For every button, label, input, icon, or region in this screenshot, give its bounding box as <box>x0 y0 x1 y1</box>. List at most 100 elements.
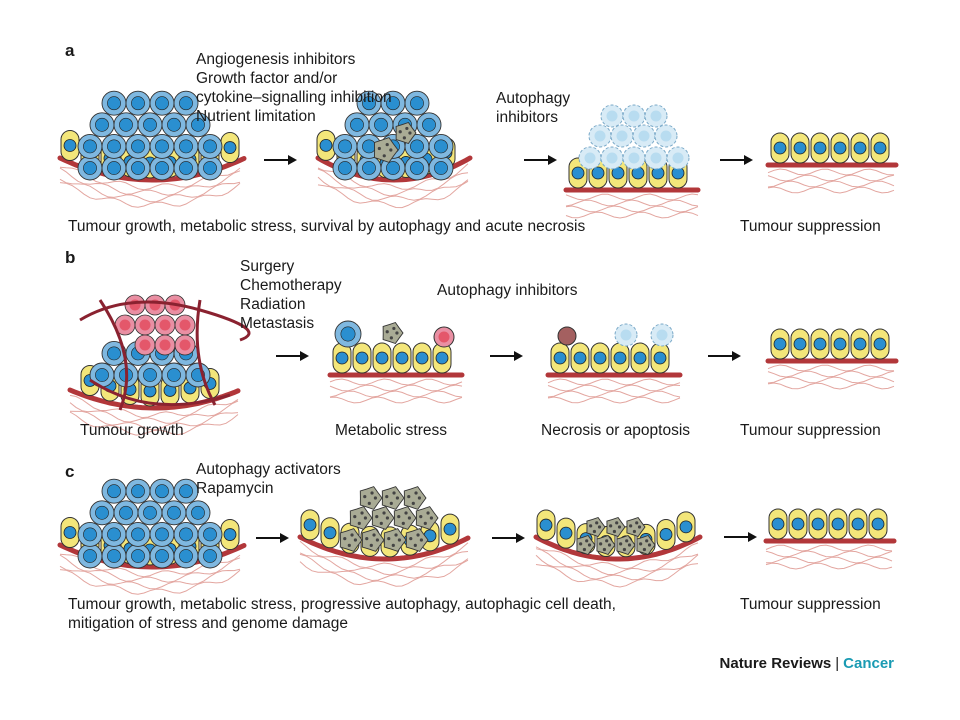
panel-c-treatments: Autophagy activators Rapamycin <box>196 461 341 497</box>
vacuole <box>389 148 393 152</box>
panel-b-caption-growth: Tumour growth <box>80 422 184 439</box>
panel-label-b: b <box>65 248 76 267</box>
cell-nucleus <box>179 139 193 154</box>
vacuole <box>629 524 633 528</box>
necrotic-cell <box>415 506 439 530</box>
stroma-fibre <box>765 550 893 558</box>
vacuole <box>419 538 423 542</box>
cell-nucleus <box>83 527 97 542</box>
vacuole <box>627 543 632 547</box>
cell-nucleus <box>107 346 121 361</box>
cell-nucleus <box>386 96 400 111</box>
vacuole <box>372 533 376 537</box>
cell-nucleus <box>410 139 424 154</box>
arrow-head <box>516 533 525 543</box>
stroma-fibre <box>535 548 699 576</box>
panel-a-autophagy-inhibitors: Autophagy inhibitors <box>496 90 571 126</box>
vacuole <box>353 515 357 519</box>
vacuole <box>408 131 412 135</box>
cell-nucleus <box>179 527 193 542</box>
ghost-nucleus <box>650 152 662 164</box>
cell-nucleus <box>811 517 825 531</box>
cell-nucleus <box>435 351 449 365</box>
cell-nucleus <box>653 351 667 365</box>
arrow-head <box>732 351 741 361</box>
vacuole <box>382 511 386 515</box>
cell-nucleus <box>63 139 77 152</box>
cell-nucleus <box>179 484 193 499</box>
vacuole <box>401 521 405 525</box>
stroma-fibre <box>535 554 699 581</box>
cell-nucleus <box>773 141 787 155</box>
stroma-fibre <box>767 180 895 188</box>
necrotic-cell <box>361 528 385 552</box>
necrotic-cell <box>382 321 404 345</box>
vacuole <box>379 521 383 525</box>
cell-nucleus <box>851 517 865 531</box>
vacuole <box>625 539 629 543</box>
ghost-nucleus <box>672 152 684 164</box>
necrotic-cell <box>371 506 395 530</box>
hypoxic-nucleus <box>159 339 171 351</box>
cell-nucleus <box>362 139 376 154</box>
cell-nucleus <box>410 96 424 111</box>
stroma-fibre <box>767 168 895 176</box>
stroma-fibre <box>299 540 469 569</box>
ghost-nucleus <box>594 130 606 142</box>
necrotic-cell <box>626 516 646 538</box>
cell-nucleus <box>319 138 333 152</box>
vacuole <box>607 543 612 547</box>
arrow-head <box>748 532 757 542</box>
cell-nucleus <box>340 326 356 342</box>
vacuole <box>357 521 361 525</box>
cell-nucleus <box>179 161 193 175</box>
stroma-fibre <box>767 364 895 372</box>
ghost-nucleus <box>660 130 672 142</box>
vacuole <box>363 516 367 520</box>
stroma-fibre <box>69 400 239 424</box>
cell-nucleus <box>191 505 205 520</box>
cell-nucleus <box>95 368 109 382</box>
cell-nucleus <box>613 351 627 365</box>
vacuole <box>397 515 401 519</box>
hypoxic-nucleus <box>179 319 191 331</box>
cell-nucleus <box>119 505 133 520</box>
vacuole <box>587 543 592 547</box>
cell-nucleus <box>119 117 133 132</box>
cell-nucleus <box>871 517 885 531</box>
cell-nucleus <box>355 351 369 365</box>
stroma-fibre <box>767 370 895 378</box>
stroma-fibre <box>69 394 239 419</box>
stroma-fibre <box>299 559 469 587</box>
vacuole <box>426 511 430 515</box>
panel-c-result: Tumour suppression <box>740 596 881 613</box>
necrotic-cell <box>576 534 596 556</box>
necrotic-cell <box>349 506 373 530</box>
cell-nucleus <box>107 527 121 542</box>
cell-nucleus <box>771 517 785 531</box>
vacuole <box>595 521 599 525</box>
cell-nucleus <box>335 351 349 365</box>
cell-nucleus <box>155 549 169 563</box>
hypoxic-nucleus <box>139 339 151 351</box>
panel-label-c: c <box>65 462 75 481</box>
vacuole <box>639 542 643 546</box>
cell-nucleus <box>559 526 573 540</box>
vacuole <box>592 529 597 534</box>
cell-nucleus <box>167 117 181 132</box>
necrotic-cell <box>636 534 656 556</box>
vacuole <box>622 547 627 552</box>
vacuole <box>382 154 386 158</box>
stroma-fibre <box>59 569 241 595</box>
vacuole <box>385 495 389 499</box>
vacuole <box>416 533 420 537</box>
cell-nucleus <box>793 337 807 351</box>
stroma-fibre <box>767 174 895 182</box>
cell-nucleus <box>155 139 169 154</box>
cell-nucleus <box>179 549 193 563</box>
cell-nucleus <box>386 161 400 175</box>
cell-nucleus <box>107 139 121 154</box>
cell-nucleus <box>395 351 409 365</box>
panel-a-caption: Tumour growth, metabolic stress, surviva… <box>68 218 586 235</box>
cell-nucleus <box>573 351 587 365</box>
